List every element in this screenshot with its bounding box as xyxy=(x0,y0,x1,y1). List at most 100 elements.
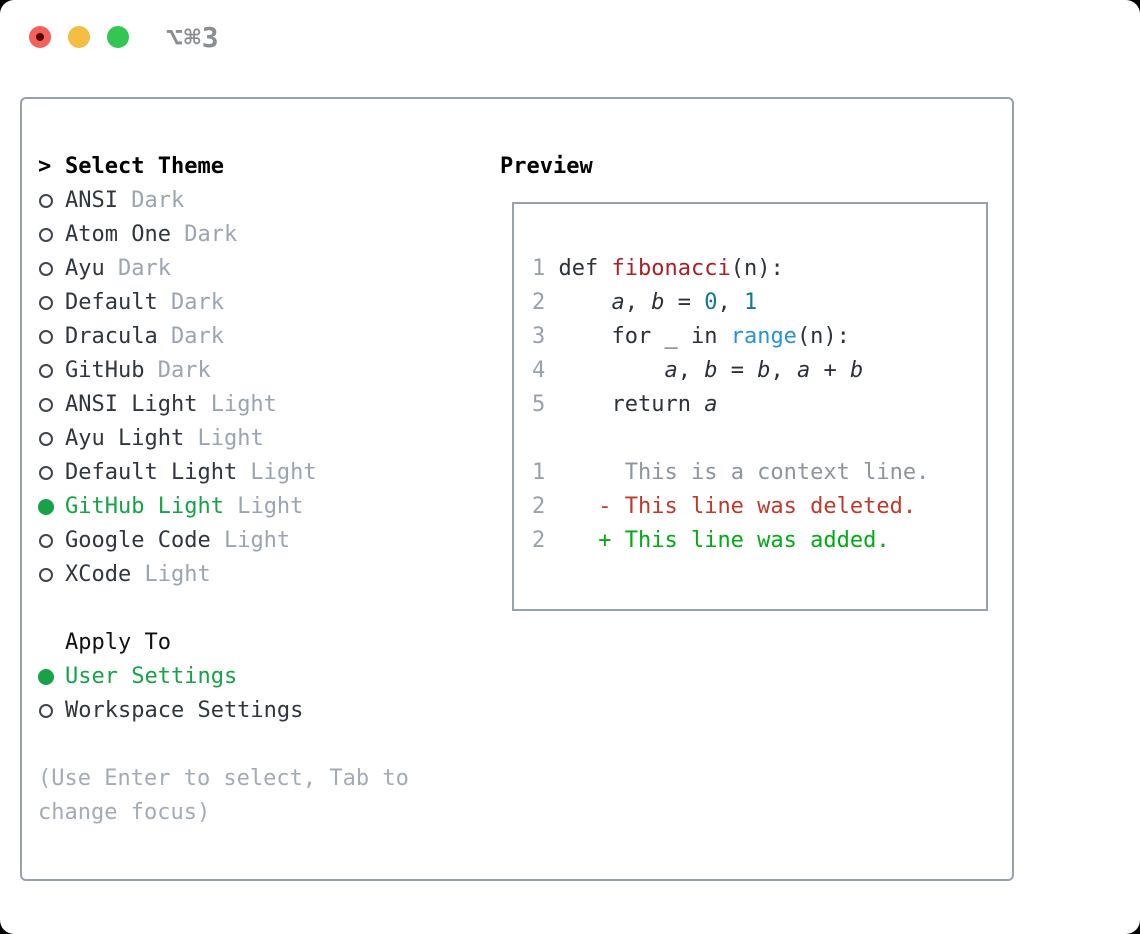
theme-item[interactable]: ANSI Dark xyxy=(38,184,498,218)
code-segment-var: b xyxy=(651,290,665,315)
option-tag: Light xyxy=(131,562,211,587)
close-button[interactable] xyxy=(29,26,51,48)
code-segment-lit: 0 xyxy=(704,290,718,315)
radio-col xyxy=(38,499,65,515)
help-line: (Use Enter to select, Tab to xyxy=(38,766,409,791)
option-tag: Dark xyxy=(117,188,185,213)
radio-icon xyxy=(39,194,53,208)
code-segment-plain xyxy=(545,528,598,553)
radio-icon xyxy=(39,466,53,480)
spacer xyxy=(38,728,498,762)
radio-col xyxy=(38,432,65,446)
code-segment-var: a xyxy=(611,290,625,315)
code-segment-plain: = xyxy=(664,290,705,315)
theme-item[interactable]: ANSI Light Light xyxy=(38,388,498,422)
radio-selected-icon xyxy=(38,499,54,515)
code-line: 3 for _ in range(n): xyxy=(532,320,929,354)
radio-icon xyxy=(39,364,53,378)
code-segment-lineno: 1 xyxy=(532,460,546,485)
code-segment-var: b xyxy=(849,358,864,383)
radio-icon xyxy=(39,568,53,582)
option-label: Default xyxy=(65,290,158,315)
code-segment-plain xyxy=(545,324,611,349)
code-segment-plain xyxy=(545,358,664,383)
radio-col xyxy=(38,262,65,276)
theme-list-header: > Select Theme xyxy=(38,150,498,184)
code-segment-plain: for _ in xyxy=(611,324,731,349)
focus-marker-col: > xyxy=(38,150,65,184)
code-segment-var: b xyxy=(757,358,771,383)
option-tag: Dark xyxy=(157,324,224,349)
theme-item[interactable]: Dracula Dark xyxy=(38,320,498,354)
radio-icon xyxy=(39,228,53,242)
theme-item[interactable]: GitHub Dark xyxy=(38,354,498,388)
option-tag: Dark xyxy=(170,222,238,247)
theme-item[interactable]: Ayu Light Light xyxy=(38,422,498,456)
option-label: ANSI xyxy=(65,188,118,213)
code-segment-lineno: 4 xyxy=(532,358,546,383)
spacer xyxy=(38,592,498,626)
code-segment-lineno: 1 xyxy=(532,256,546,281)
radio-col xyxy=(38,228,65,242)
maximize-button[interactable] xyxy=(107,26,129,48)
code-segment-del: - This line was deleted. xyxy=(598,494,917,519)
code-segment-plain: (n): xyxy=(730,256,784,281)
radio-icon xyxy=(39,534,53,548)
theme-item[interactable]: Default Light Light xyxy=(38,456,498,490)
code-segment-plain: = xyxy=(717,358,758,383)
option-label: GitHub xyxy=(65,358,145,383)
code-line: 1 def fibonacci(n): xyxy=(532,252,929,286)
radio-icon xyxy=(39,296,53,310)
radio-col xyxy=(38,669,65,685)
apply-to-item[interactable]: User Settings xyxy=(38,660,498,694)
theme-item[interactable]: XCode Light xyxy=(38,558,498,592)
option-label: ANSI Light xyxy=(65,392,198,417)
minimize-button[interactable] xyxy=(68,26,90,48)
code-line: 2 a, b = 0, 1 xyxy=(532,286,929,320)
code-line: 4 a, b = b, a + b xyxy=(532,354,929,388)
option-tag: Light xyxy=(237,460,317,485)
theme-list-title: Select Theme xyxy=(65,154,224,179)
option-tag: Light xyxy=(210,528,291,553)
code-segment-lit: 1 xyxy=(743,290,758,315)
option-label: Ayu xyxy=(65,256,105,281)
code-segment-var: b xyxy=(704,358,718,383)
apply-to-title: Apply To xyxy=(65,630,171,655)
radio-col xyxy=(38,398,65,412)
radio-icon xyxy=(39,432,53,446)
option-label: Dracula xyxy=(65,324,158,349)
code-segment-plain: , xyxy=(677,358,705,383)
theme-item[interactable]: Google Code Light xyxy=(38,524,498,558)
preview-title: Preview xyxy=(500,154,593,179)
option-tag: Dark xyxy=(144,358,211,383)
theme-item[interactable]: Default Dark xyxy=(38,286,498,320)
radio-icon xyxy=(39,704,53,718)
code-segment-lineno: 2 xyxy=(532,290,546,315)
option-label: GitHub Light xyxy=(65,494,224,519)
code-segment-ctx: This is a context line. xyxy=(624,460,930,485)
radio-icon xyxy=(39,398,53,412)
option-tag: Dark xyxy=(104,256,171,281)
apply-to-item[interactable]: Workspace Settings xyxy=(38,694,498,728)
theme-item[interactable]: Atom One Dark xyxy=(38,218,498,252)
code-segment-plain: , xyxy=(770,358,797,383)
code-segment-add: + This line was added. xyxy=(598,528,890,553)
code-segment-plain xyxy=(545,494,598,519)
theme-item[interactable]: GitHub Light Light xyxy=(38,490,498,524)
radio-col xyxy=(38,568,65,582)
option-label: Default Light xyxy=(65,460,238,485)
theme-item[interactable]: Ayu Dark xyxy=(38,252,498,286)
focus-caret-icon: > xyxy=(38,154,52,179)
title-bar: ⌥⌘3 xyxy=(0,0,1140,76)
option-label: Atom One xyxy=(65,222,171,247)
code-segment-plain xyxy=(545,256,558,281)
code-segment-var: a xyxy=(664,358,678,383)
radio-col xyxy=(38,364,65,378)
code-line xyxy=(532,422,929,456)
option-label: User Settings xyxy=(65,664,238,689)
